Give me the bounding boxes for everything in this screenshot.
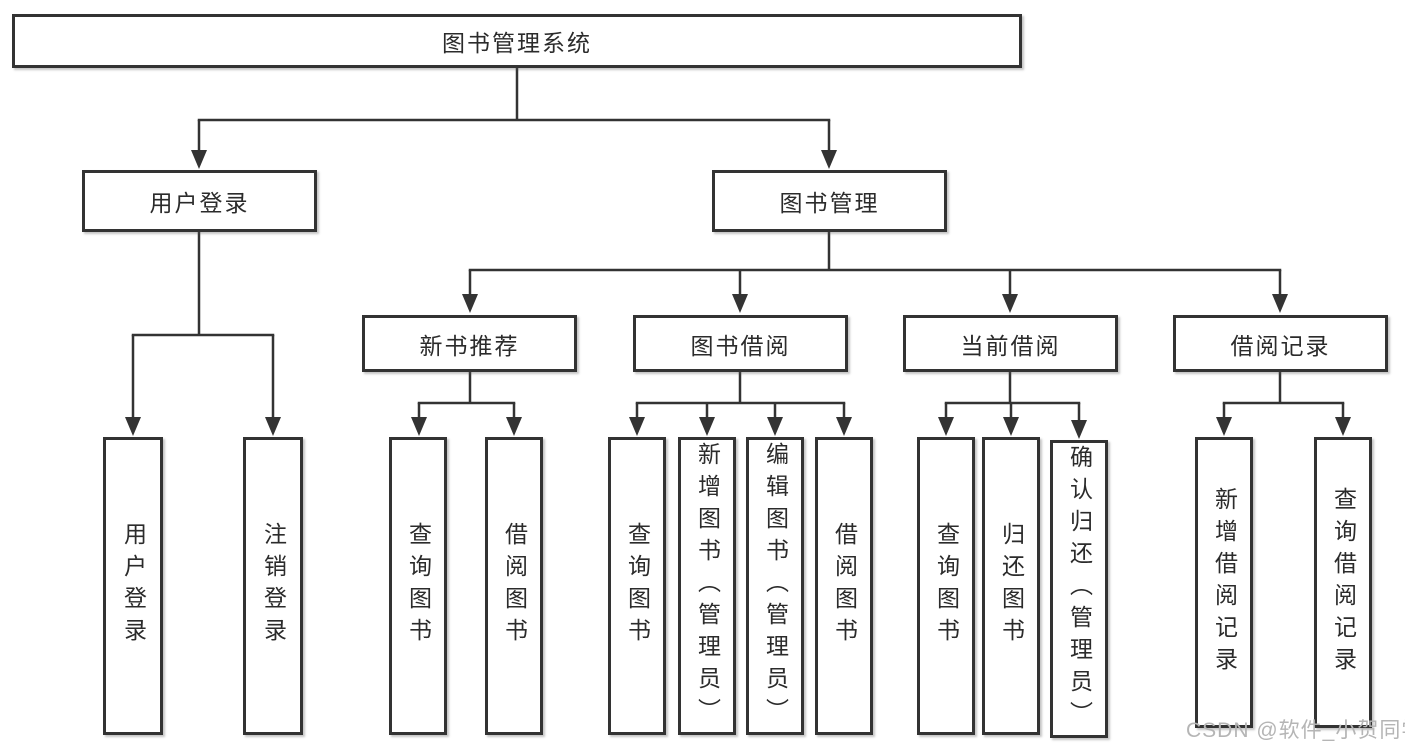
- leaf-add-books-admin-label: 新增图书（管理员）: [694, 442, 721, 730]
- node-root-label: 图书管理系统: [442, 30, 592, 56]
- leaf-confirm-return-admin-label: 确认归还（管理员）: [1066, 445, 1093, 733]
- leaf-confirm-return-admin: 确认归还（管理员）: [1050, 440, 1108, 738]
- leaf-return-books-label: 归还图书: [998, 522, 1025, 650]
- node-user-login-label: 用户登录: [149, 190, 250, 216]
- leaf-query-borrow-record-label: 查询借阅记录: [1330, 486, 1357, 679]
- leaf-query-books-1-label: 查询图书: [405, 522, 432, 650]
- node-new-book-recommend-label: 新书推荐: [419, 332, 520, 359]
- leaf-user-login: 用户登录: [103, 437, 163, 735]
- node-borrow-records: 借阅记录: [1173, 315, 1388, 372]
- node-current-borrow: 当前借阅: [903, 315, 1118, 372]
- node-borrow-records-label: 借阅记录: [1230, 332, 1331, 359]
- leaf-query-borrow-record: 查询借阅记录: [1314, 437, 1372, 728]
- leaf-query-books-3-label: 查询图书: [933, 522, 960, 650]
- leaf-edit-books-admin: 编辑图书（管理员）: [746, 437, 804, 735]
- node-book-management-label: 图书管理: [779, 190, 880, 216]
- leaf-logout: 注销登录: [243, 437, 303, 735]
- leaf-borrow-books-2-label: 借阅图书: [831, 522, 858, 650]
- leaf-borrow-books-1: 借阅图书: [485, 437, 543, 735]
- leaf-add-borrow-record: 新增借阅记录: [1195, 437, 1253, 728]
- leaf-query-books-1: 查询图书: [389, 437, 447, 735]
- leaf-add-books-admin: 新增图书（管理员）: [678, 437, 736, 735]
- csdn-watermark: CSDN @软件_小贺同学: [1186, 719, 1405, 742]
- node-book-borrow: 图书借阅: [633, 315, 848, 372]
- leaf-add-borrow-record-label: 新增借阅记录: [1211, 486, 1238, 679]
- leaf-query-books-2: 查询图书: [608, 437, 666, 735]
- node-book-borrow-label: 图书借阅: [690, 332, 791, 359]
- leaf-query-books-3: 查询图书: [917, 437, 975, 735]
- leaf-edit-books-admin-label: 编辑图书（管理员）: [762, 442, 789, 730]
- node-book-management: 图书管理: [712, 170, 947, 232]
- leaf-return-books: 归还图书: [982, 437, 1040, 735]
- leaf-query-books-2-label: 查询图书: [624, 522, 651, 650]
- node-root: 图书管理系统: [12, 14, 1022, 68]
- node-user-login: 用户登录: [82, 170, 317, 232]
- node-current-borrow-label: 当前借阅: [960, 332, 1061, 359]
- leaf-user-login-label: 用户登录: [120, 522, 147, 650]
- leaf-logout-label: 注销登录: [260, 522, 287, 650]
- leaf-borrow-books-1-label: 借阅图书: [501, 522, 528, 650]
- node-new-book-recommend: 新书推荐: [362, 315, 577, 372]
- leaf-borrow-books-2: 借阅图书: [815, 437, 873, 735]
